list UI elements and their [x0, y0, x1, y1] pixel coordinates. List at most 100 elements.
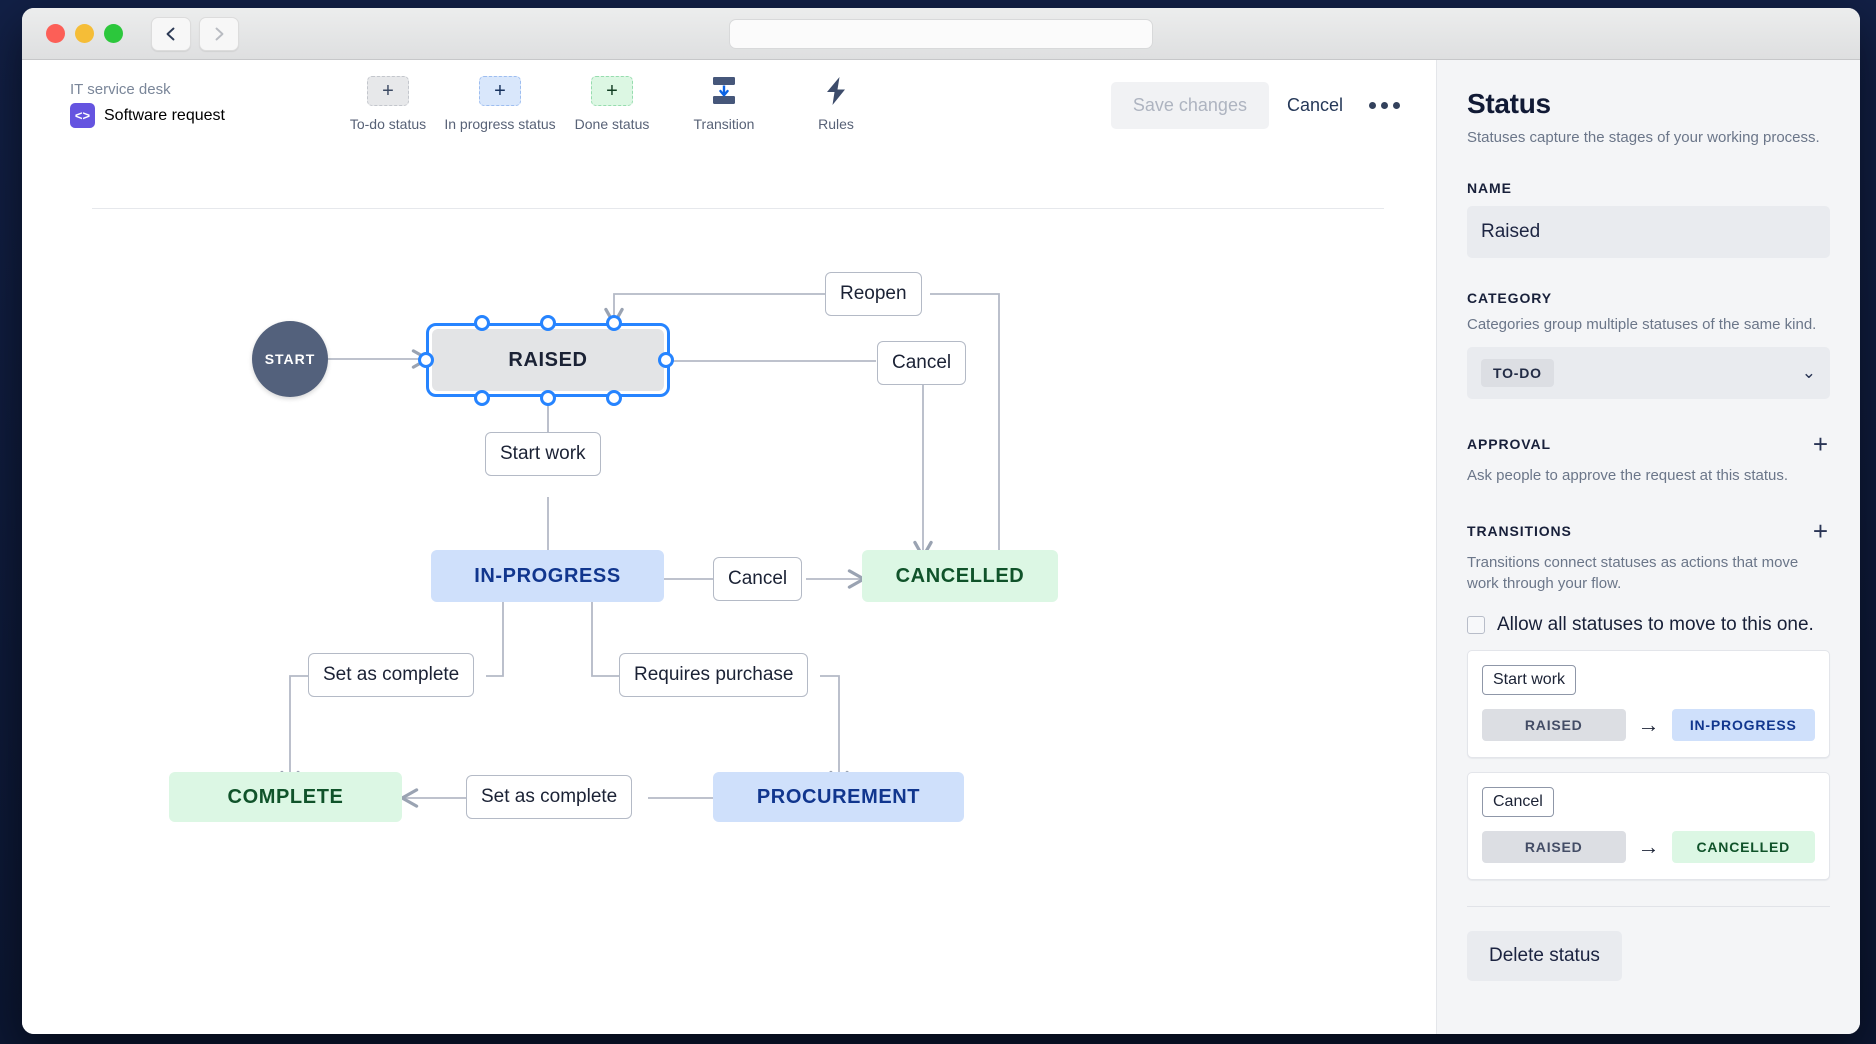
resize-handle-top-right[interactable] — [606, 315, 622, 331]
category-value-badge: TO-DO — [1481, 359, 1554, 387]
plus-icon: + — [479, 76, 521, 106]
arrow-right-icon: → — [1637, 834, 1660, 859]
transition-label-cancel-in-progress[interactable]: Cancel — [713, 557, 803, 601]
allow-all-statuses-checkbox[interactable] — [1467, 616, 1485, 634]
resize-handle-top-left[interactable] — [474, 315, 490, 331]
cancel-button[interactable]: Cancel — [1283, 89, 1347, 122]
status-name-input[interactable]: Raised — [1467, 206, 1830, 258]
panel-title: Status — [1467, 88, 1551, 119]
status-node-complete[interactable]: COMPLETE — [169, 772, 402, 822]
add-done-status-button[interactable]: + Done status — [556, 76, 668, 132]
category-help-text: Categories group multiple statuses of th… — [1467, 316, 1817, 333]
transitions-section-header: TRANSITIONS + — [1467, 518, 1830, 544]
add-done-status-label: Done status — [574, 116, 650, 132]
transitions-section-label: TRANSITIONS — [1467, 523, 1572, 539]
transition-glyph — [713, 77, 735, 104]
rules-button[interactable]: Rules — [780, 76, 892, 132]
resize-handle-bottom-left[interactable] — [474, 390, 490, 406]
add-todo-status-button[interactable]: + To-do status — [332, 76, 444, 132]
editor-toolbar: IT service desk <> Software request + To… — [22, 60, 1436, 146]
name-section-label: NAME — [1467, 180, 1512, 196]
status-node-raised[interactable]: RAISED — [432, 329, 664, 391]
transition-to-status: IN-PROGRESS — [1671, 709, 1815, 741]
more-dot — [1381, 102, 1388, 109]
chevron-left-icon — [166, 27, 175, 40]
transition-label-requires-purchase[interactable]: Requires purchase — [619, 653, 809, 697]
status-panel-content: Status Statuses capture the stages of yo… — [1437, 60, 1860, 907]
more-dot — [1369, 102, 1376, 109]
add-in-progress-status-button[interactable]: + In progress status — [444, 76, 556, 132]
panel-footer: Delete status — [1437, 907, 1860, 1005]
status-details-panel: Status Statuses capture the stages of yo… — [1436, 60, 1860, 1034]
add-transition-button[interactable]: + — [1812, 516, 1828, 546]
toolbar-tools: + To-do status + In progress status + Do… — [332, 76, 892, 132]
transition-card[interactable]: Cancel RAISED → CANCELLED — [1467, 772, 1830, 880]
app-body: IT service desk <> Software request + To… — [22, 60, 1860, 1034]
app-window: IT service desk <> Software request + To… — [22, 8, 1860, 1034]
approval-section-header: APPROVAL + — [1467, 431, 1830, 457]
category-select[interactable]: TO-DO ⌄ — [1467, 347, 1830, 399]
allow-all-statuses-label: Allow all statuses to move to this one. — [1497, 614, 1814, 635]
close-window-button[interactable] — [46, 24, 65, 43]
resize-handle-middle-right[interactable] — [658, 352, 674, 368]
workflow-editor: IT service desk <> Software request + To… — [22, 60, 1436, 1034]
transition-label-reopen[interactable]: Reopen — [825, 272, 922, 316]
resize-handle-top-center[interactable] — [540, 315, 556, 331]
selection-outline — [426, 323, 670, 397]
panel-divider — [1467, 906, 1830, 907]
start-node[interactable]: START — [252, 321, 328, 397]
chevron-down-icon: ⌄ — [1801, 363, 1816, 382]
transition-card-flow: RAISED → CANCELLED — [1482, 831, 1815, 863]
workflow-canvas[interactable]: START RAISED IN-PROGRESS CANCELLED CO — [22, 210, 1436, 1034]
transition-card-name[interactable]: Cancel — [1482, 787, 1554, 817]
toolbar-actions: Save changes Cancel — [1110, 82, 1436, 129]
plus-icon: + — [367, 76, 409, 106]
transition-card[interactable]: Start work RAISED → IN-PROGRESS — [1467, 650, 1830, 758]
approval-help-text: Ask people to approve the request at thi… — [1467, 467, 1789, 484]
transitions-help-text: Transitions connect statuses as actions … — [1467, 554, 1799, 592]
transition-from-status: RAISED — [1482, 709, 1626, 741]
connector-layer — [280, 293, 1000, 808]
minimize-window-button[interactable] — [75, 24, 94, 43]
save-changes-button[interactable]: Save changes — [1110, 82, 1269, 129]
transition-label-set-as-complete-2[interactable]: Set as complete — [466, 775, 633, 819]
more-options-button[interactable] — [1361, 92, 1408, 119]
resize-handle-bottom-right[interactable] — [606, 390, 622, 406]
address-bar[interactable] — [729, 18, 1153, 49]
transition-to-status: CANCELLED — [1671, 831, 1815, 863]
transition-label-set-as-complete-1[interactable]: Set as complete — [308, 653, 475, 697]
transition-label-start-work[interactable]: Start work — [485, 432, 601, 476]
page-title: <> Software request — [70, 103, 332, 128]
arrow-right-icon: → — [1637, 712, 1660, 737]
traffic-lights — [46, 24, 123, 43]
status-node-in-progress[interactable]: IN-PROGRESS — [431, 550, 664, 602]
breadcrumb[interactable]: IT service desk — [70, 81, 171, 98]
transition-label-cancel-raised[interactable]: Cancel — [877, 341, 967, 385]
add-transition-button[interactable]: Transition — [668, 76, 780, 132]
resize-handle-middle-left[interactable] — [418, 352, 434, 368]
allow-all-statuses-row[interactable]: Allow all statuses to move to this one. — [1467, 614, 1830, 636]
forward-button[interactable] — [199, 16, 239, 51]
window-titlebar — [22, 8, 1860, 60]
project-name: Software request — [104, 106, 225, 124]
browser-nav-buttons — [151, 16, 239, 51]
add-transition-label: Transition — [693, 116, 755, 132]
category-section-label: CATEGORY — [1467, 290, 1552, 306]
transition-card-name[interactable]: Start work — [1482, 665, 1577, 695]
status-node-cancelled[interactable]: CANCELLED — [862, 550, 1058, 602]
chevron-right-icon — [215, 27, 224, 40]
more-dot — [1393, 102, 1400, 109]
rules-glyph — [827, 77, 845, 105]
add-approval-button[interactable]: + — [1812, 429, 1828, 459]
breadcrumb-area: IT service desk <> Software request — [22, 74, 332, 128]
delete-status-button[interactable]: Delete status — [1467, 931, 1622, 981]
toolbar-divider — [92, 208, 1384, 209]
code-brackets-icon: <> — [70, 103, 95, 128]
resize-handle-bottom-center[interactable] — [540, 390, 556, 406]
plus-icon: + — [591, 76, 633, 106]
add-todo-status-label: To-do status — [349, 116, 427, 132]
back-button[interactable] — [151, 16, 191, 51]
maximize-window-button[interactable] — [104, 24, 123, 43]
status-node-procurement[interactable]: PROCUREMENT — [713, 772, 964, 822]
